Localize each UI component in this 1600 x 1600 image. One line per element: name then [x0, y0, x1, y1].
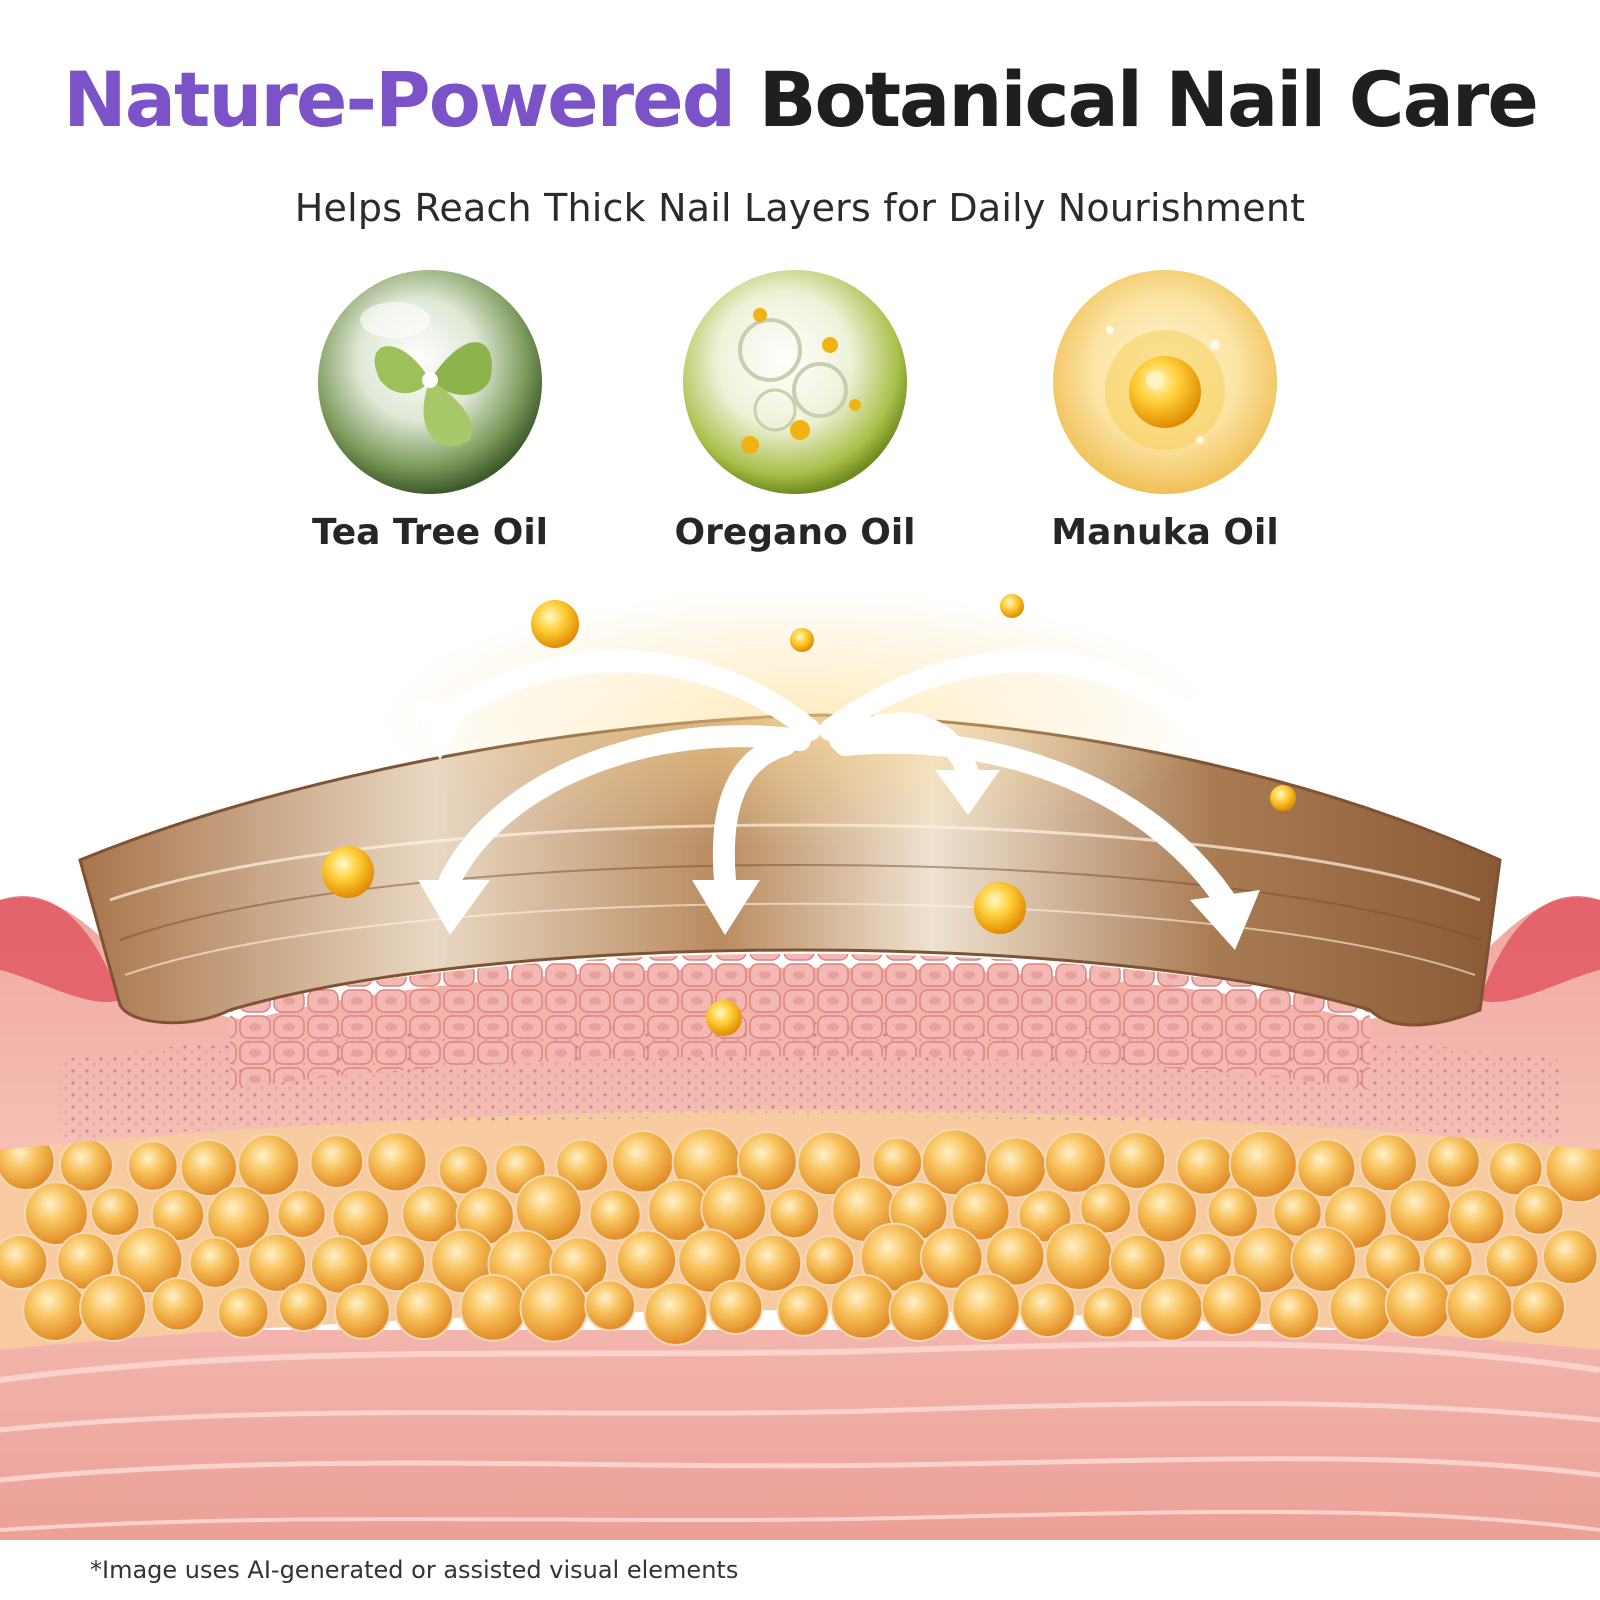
fat-cell — [871, 1136, 924, 1189]
fat-cell — [707, 1279, 764, 1335]
fat-cell — [366, 1131, 428, 1193]
fat-cell — [1445, 1272, 1514, 1341]
fat-cell — [247, 1232, 308, 1293]
fat-cell — [1175, 1137, 1234, 1196]
fat-cell — [1267, 1286, 1321, 1340]
fat-cell — [1290, 1226, 1358, 1293]
fat-cell — [984, 1225, 1046, 1287]
fat-cell — [1328, 1275, 1394, 1342]
fat-cell — [677, 1228, 743, 1294]
fat-cell — [459, 1273, 528, 1342]
fat-cell — [1206, 1186, 1259, 1239]
fat-cell — [643, 1281, 709, 1346]
muscle-layer — [0, 1330, 1600, 1600]
fat-cell — [1200, 1273, 1263, 1336]
fat-cell — [0, 1233, 49, 1291]
fat-cell — [1178, 1231, 1233, 1287]
fat-cell — [1541, 1228, 1599, 1285]
fat-cell — [22, 1277, 87, 1342]
fat-cell — [309, 1134, 365, 1189]
fat-cell — [150, 1187, 206, 1243]
tea-tree-leaf-droplet-icon — [318, 270, 542, 494]
fat-cell — [278, 1281, 329, 1333]
fat-cell — [514, 1174, 583, 1243]
fat-cell — [276, 1188, 327, 1239]
fat-cell — [804, 1235, 856, 1287]
fat-cell — [79, 1274, 148, 1343]
fat-cell — [1138, 1276, 1204, 1342]
fat-cell — [1388, 1178, 1453, 1243]
fat-cell — [1384, 1271, 1453, 1339]
fat-cell — [127, 1140, 179, 1192]
fat-cell — [115, 1226, 184, 1295]
fat-cell — [950, 1181, 1011, 1242]
fat-cell — [367, 1233, 427, 1293]
ingredient-label-tea-tree: Tea Tree Oil — [311, 512, 549, 553]
fat-cell — [1512, 1184, 1565, 1236]
fat-cell — [951, 1272, 1021, 1342]
fat-cell — [437, 1144, 489, 1196]
fat-cell — [1511, 1280, 1566, 1335]
fat-cell — [237, 1133, 301, 1197]
fat-cell — [1296, 1138, 1357, 1199]
fat-cell — [1448, 1188, 1506, 1246]
fat-cell — [736, 1131, 798, 1193]
fat-cell — [776, 1283, 830, 1337]
fat-cell — [888, 1280, 951, 1342]
fat-cell — [1108, 1233, 1167, 1292]
ingredient-label-manuka: Manuka Oil — [1051, 512, 1279, 553]
fat-cell — [768, 1187, 821, 1240]
fat-cell — [1019, 1281, 1076, 1339]
fat-cell — [179, 1138, 238, 1197]
fat-cell — [615, 1229, 678, 1291]
fat-cell — [1421, 1234, 1474, 1287]
fat-cell — [89, 1186, 141, 1237]
fat-cell — [743, 1233, 803, 1293]
fat-cell — [23, 1181, 89, 1247]
fat-cell — [1107, 1130, 1167, 1190]
headline-rest: Botanical Nail Care — [758, 55, 1539, 144]
fat-cell — [1272, 1187, 1323, 1238]
subtitle: Helps Reach Thick Nail Layers for Daily … — [294, 186, 1306, 230]
fat-cell — [796, 1130, 863, 1197]
oregano-oil-bubbles-icon — [683, 270, 907, 494]
fat-cell — [1043, 1130, 1107, 1194]
ingredient-label-oregano: Oregano Oil — [674, 512, 916, 553]
fat-cell — [1044, 1221, 1114, 1291]
headline-accent: Nature-Powered — [63, 55, 736, 144]
nail-bed-cells — [230, 953, 1370, 1090]
fat-cell — [584, 1279, 636, 1332]
fat-cell — [919, 1226, 984, 1290]
manuka-oil-droplet-icon — [1053, 270, 1277, 494]
fat-cell — [150, 1277, 206, 1332]
fat-cell — [1081, 1286, 1135, 1339]
fat-cell — [588, 1188, 642, 1242]
fat-cell — [394, 1280, 455, 1341]
fat-cell — [1484, 1233, 1540, 1289]
fat-cell — [188, 1236, 242, 1289]
fat-cell — [555, 1138, 610, 1193]
fat-cell-layer — [0, 1100, 1600, 1350]
fat-cell — [519, 1273, 589, 1343]
fat-cell — [206, 1185, 272, 1250]
fat-cell — [1426, 1133, 1481, 1189]
fat-cell — [1079, 1181, 1133, 1235]
fat-cell — [1358, 1133, 1418, 1193]
headline: Nature-Powered Botanical Nail Care — [0, 62, 1600, 138]
disclaimer: *Image uses AI-generated or assisted vis… — [90, 1556, 739, 1584]
oil-droplets — [322, 594, 1296, 1036]
fat-cell — [217, 1286, 270, 1339]
fat-cell — [1135, 1180, 1199, 1244]
fat-cell — [830, 1273, 896, 1340]
penetration-arrows — [380, 590, 1260, 950]
fat-cell — [333, 1282, 391, 1340]
